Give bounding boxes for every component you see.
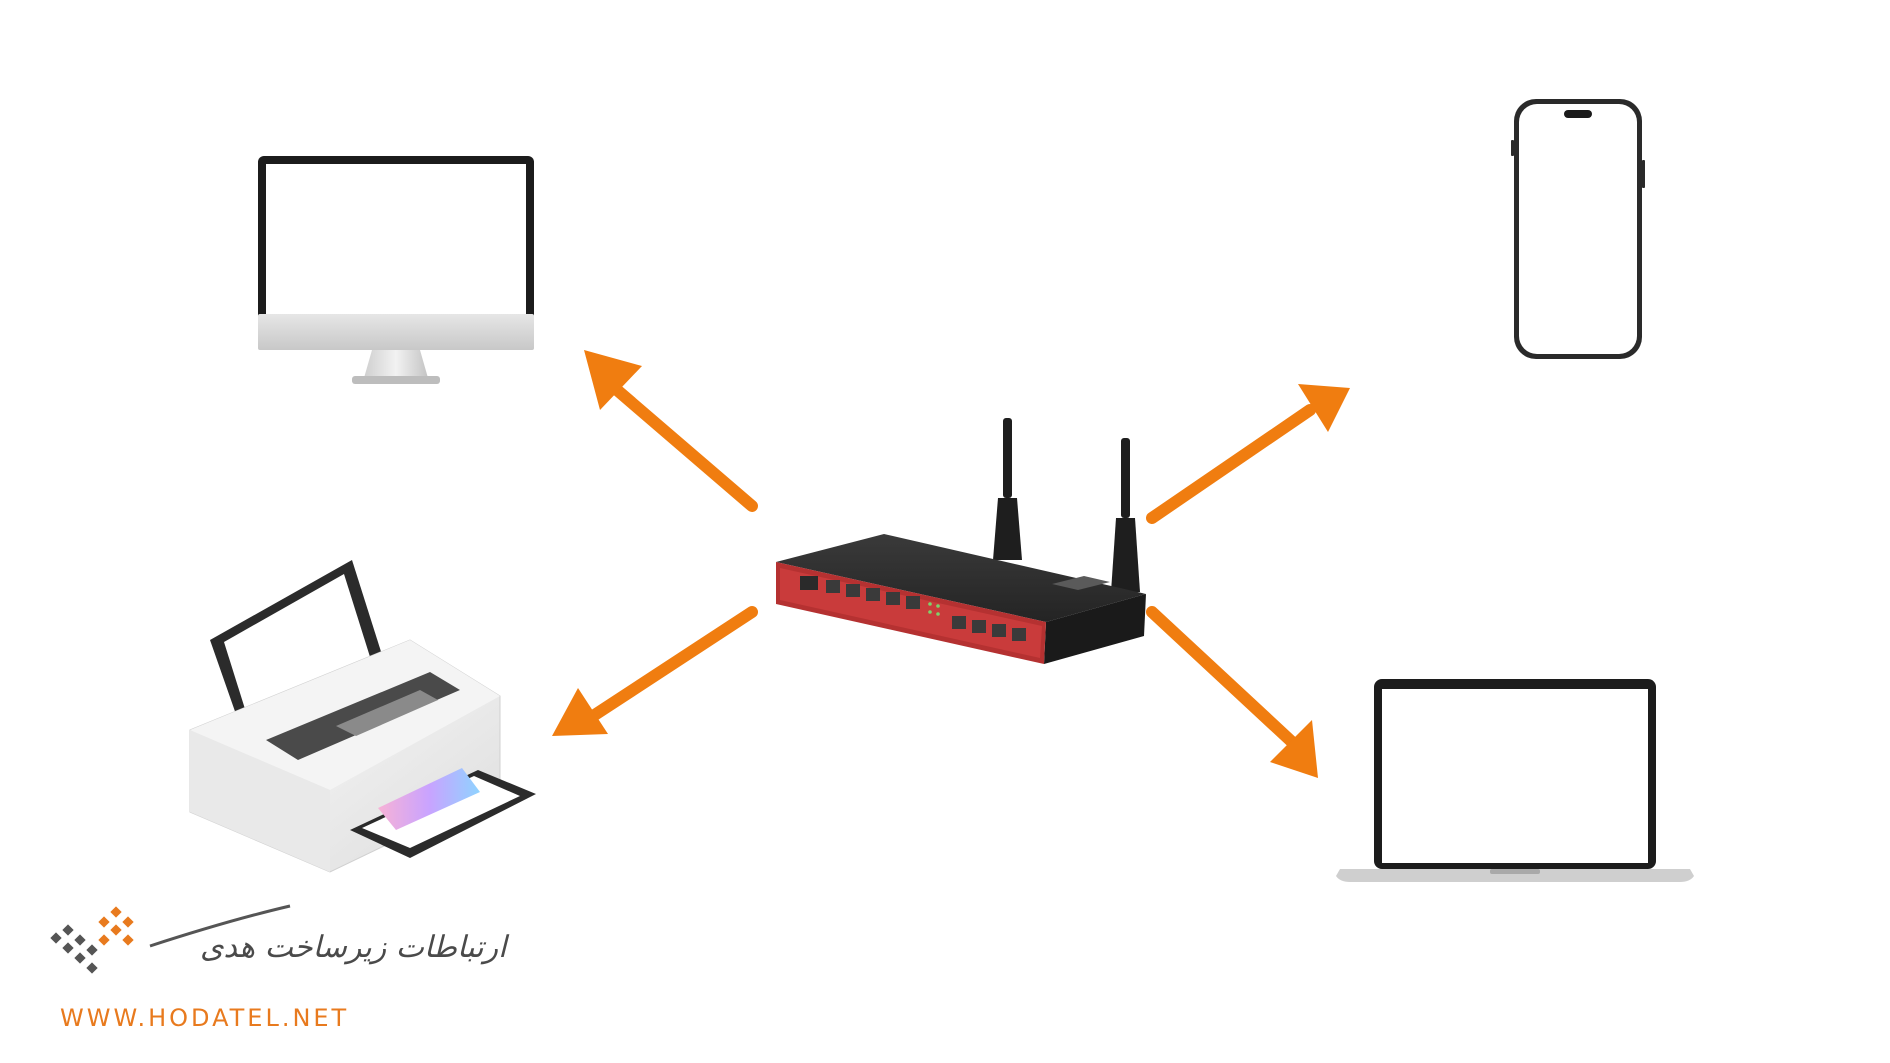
printer-icon bbox=[189, 560, 536, 873]
brand-url[interactable]: WWW.HODATEL.NET bbox=[60, 1004, 350, 1032]
router-icon bbox=[776, 418, 1146, 664]
arrow-to-laptop bbox=[1146, 606, 1318, 778]
arrow-to-phone bbox=[1146, 384, 1350, 524]
connection-arrows bbox=[552, 350, 1350, 778]
arrow-to-printer bbox=[552, 606, 758, 736]
brand-name: ارتباطات زیرساخت هدی bbox=[200, 930, 507, 965]
arrow-to-monitor bbox=[584, 350, 758, 512]
laptop-icon bbox=[1336, 679, 1694, 882]
monitor-icon bbox=[258, 156, 534, 384]
phone-icon bbox=[1511, 99, 1645, 359]
